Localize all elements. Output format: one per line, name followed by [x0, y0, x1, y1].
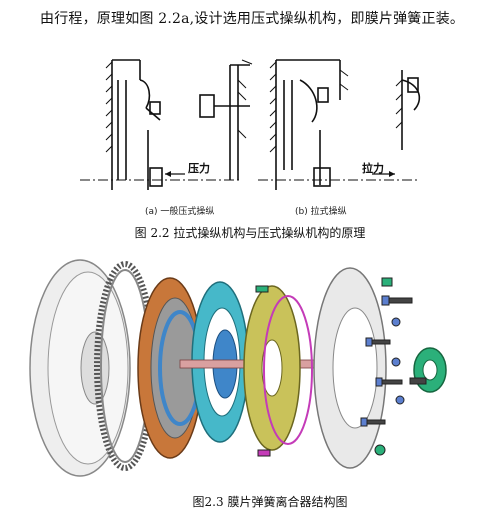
push-type-schematic — [105, 59, 253, 190]
intro-paragraph: 由行程，原理如图 2.2a,设计选用压式操纵机构，即膜片弹簧正装。 — [40, 11, 465, 27]
figure-2-2-diagrams: 压力 拉力 (a) 一般压式操纵 (b) 拉式操纵 — [80, 59, 421, 217]
figure-2-3-caption: 图2.3 膜片弹簧离合器结构图 — [192, 495, 348, 509]
push-force-label: 压力 — [188, 161, 210, 175]
pressure-plate-cover — [313, 267, 387, 469]
figure-2-3-exploded-clutch — [29, 259, 447, 477]
pull-type-schematic — [269, 59, 421, 190]
mounting-bolts — [255, 277, 427, 457]
figure-2-2-caption: 图 2.2 拉式操纵机构与压式操纵机构的原理 — [134, 226, 366, 240]
diaphragm-spring — [243, 285, 313, 451]
release-bearing — [413, 347, 447, 393]
friction-disc — [137, 277, 203, 459]
pull-force-label: 拉力 — [362, 161, 384, 175]
subcaption-a: (a) 一般压式操纵 — [145, 205, 214, 217]
subcaption-b: (b) 拉式操纵 — [295, 205, 347, 217]
flywheel — [29, 259, 131, 477]
